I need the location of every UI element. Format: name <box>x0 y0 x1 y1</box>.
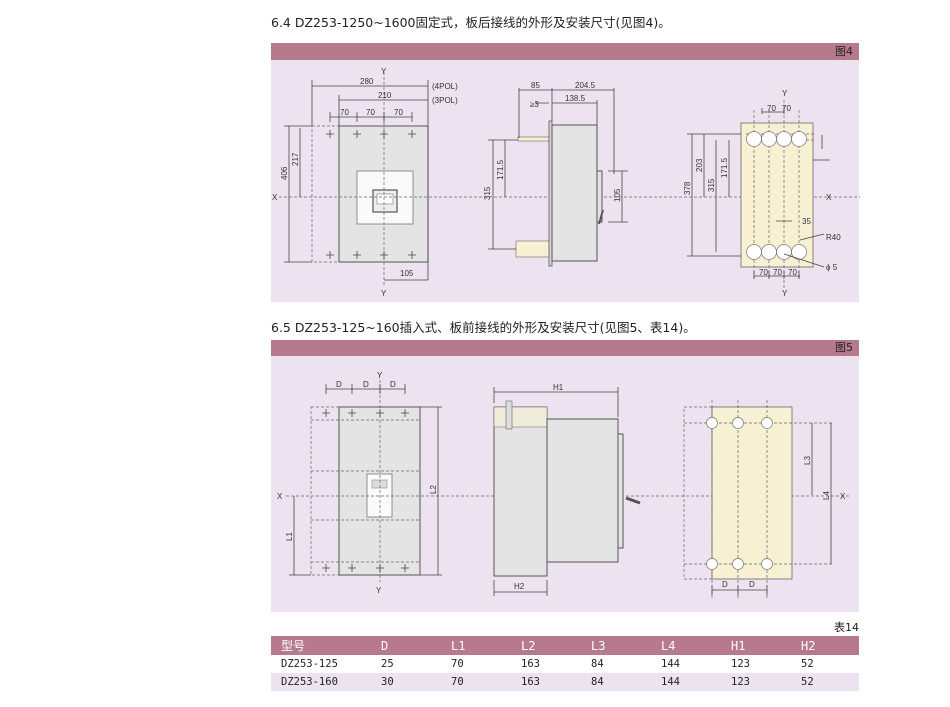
dim-70: 70 <box>340 108 349 117</box>
header-model: 型号 <box>271 636 381 655</box>
fig5-side-view: H1 H2 <box>493 383 641 596</box>
cell-model: DZ253-125 <box>281 658 338 670</box>
dim-315: 315 <box>707 178 716 192</box>
dim-378: 378 <box>683 181 692 195</box>
dim-h2: H2 <box>514 582 525 591</box>
header-l1: L1 <box>451 636 521 655</box>
dim-phi5: ϕ 5 <box>826 263 838 272</box>
axis-y-label: Y <box>377 371 383 380</box>
label-3pol: (3POL) <box>432 96 458 105</box>
dim-105: 105 <box>400 269 414 278</box>
dim-70: 70 <box>394 108 403 117</box>
fig4-back-view: Y Y X 70 70 378 203 315 171.5 35 R40 ϕ 5… <box>683 89 841 298</box>
cell: 84 <box>591 673 661 691</box>
dim-70: 70 <box>782 104 791 113</box>
figure-5-label: 图5 <box>835 341 853 354</box>
section-6-4-title: 6.4 DZ253-1250~1600固定式，板后接线的外形及安装尺寸(见图4)… <box>271 15 671 30</box>
axis-x-label: X <box>272 193 278 202</box>
header-l4: L4 <box>661 636 731 655</box>
table-row: DZ253-125 25 70 163 84 144 123 52 <box>271 655 859 673</box>
cell: 144 <box>661 658 680 670</box>
cell: 123 <box>731 658 750 670</box>
cell: 163 <box>521 673 591 691</box>
header-l3: L3 <box>591 636 661 655</box>
dim-d: D <box>749 580 755 589</box>
dim-d: D <box>722 580 728 589</box>
dim-171-5: 171.5 <box>720 157 729 178</box>
cell: 123 <box>731 673 801 691</box>
cell: 144 <box>661 673 731 691</box>
cell: 25 <box>381 658 394 670</box>
axis-y-label: Y <box>381 289 387 298</box>
axis-x-label: X <box>277 492 283 501</box>
table-14-label: 表14 <box>834 621 859 634</box>
fig4-front-view: 280 210 (4POL) (3POL) 70 70 70 406 217 1… <box>272 67 860 298</box>
cell: 70 <box>451 673 521 691</box>
figure-4-label: 图4 <box>835 45 853 58</box>
axis-x-label: X <box>826 193 832 202</box>
dim-217: 217 <box>291 152 300 166</box>
dim-70: 70 <box>366 108 375 117</box>
dim-85: 85 <box>531 81 540 90</box>
label-4pol: (4POL) <box>432 82 458 91</box>
dim-l3: L3 <box>803 456 812 465</box>
dim-d: D <box>363 380 369 389</box>
cell: 163 <box>521 658 540 670</box>
dim-d: D <box>336 380 342 389</box>
dim-406: 406 <box>280 166 289 180</box>
axis-x-label: X <box>840 492 846 501</box>
header-h2: H2 <box>801 636 859 655</box>
dim-ge3: ≥3 <box>530 100 539 109</box>
header-h1: H1 <box>731 636 801 655</box>
table-header-row: 型号 D L1 L2 L3 L4 H1 H2 <box>271 636 859 655</box>
axis-y-label: Y <box>381 67 387 76</box>
header-l2: L2 <box>521 636 591 655</box>
dim-315: 315 <box>483 186 492 200</box>
header-d: D <box>381 636 451 655</box>
cell: 84 <box>591 658 604 670</box>
dim-l2: L2 <box>429 485 438 494</box>
dim-35: 35 <box>802 217 811 226</box>
section-6-5-title: 6.5 DZ253-125~160插入式、板前接线的外形及安装尺寸(见图5、表1… <box>271 320 696 335</box>
axis-y-label: Y <box>782 89 788 98</box>
dim-70: 70 <box>773 268 782 277</box>
dim-h1: H1 <box>553 383 564 392</box>
dim-138-5: 138.5 <box>565 94 586 103</box>
dim-l4: L4 <box>822 491 831 500</box>
fig5-back-view: L3 L4 X D D <box>683 400 846 600</box>
table-row: DZ253-160 30 70 163 84 144 123 52 <box>271 673 859 691</box>
cell-model: DZ253-160 <box>271 673 381 691</box>
dim-70: 70 <box>759 268 768 277</box>
cell: 70 <box>451 658 464 670</box>
dim-105: 105 <box>613 188 622 202</box>
dim-171-5: 171.5 <box>496 159 505 180</box>
figure-4-header-bar: 图4 <box>271 43 859 60</box>
dim-204-5: 204.5 <box>575 81 596 90</box>
table-14: 型号 D L1 L2 L3 L4 H1 H2 DZ253-125 25 70 1… <box>271 636 859 691</box>
dim-203: 203 <box>695 158 704 172</box>
cell: 52 <box>801 658 814 670</box>
dim-r40: R40 <box>826 233 841 242</box>
fig4-side-view: 85 204.5 ≥3 138.5 315 171.5 105 <box>483 81 628 267</box>
dim-l1: L1 <box>285 532 294 541</box>
axis-y-label: Y <box>782 289 788 298</box>
cell: 52 <box>801 673 859 691</box>
dim-210: 210 <box>378 91 392 100</box>
figure-5-header-bar: 图5 <box>271 340 859 356</box>
dim-70: 70 <box>788 268 797 277</box>
axis-y-label: Y <box>376 586 382 595</box>
cell: 30 <box>381 673 451 691</box>
dim-70: 70 <box>767 104 776 113</box>
dim-d: D <box>390 380 396 389</box>
dim-280: 280 <box>360 77 374 86</box>
